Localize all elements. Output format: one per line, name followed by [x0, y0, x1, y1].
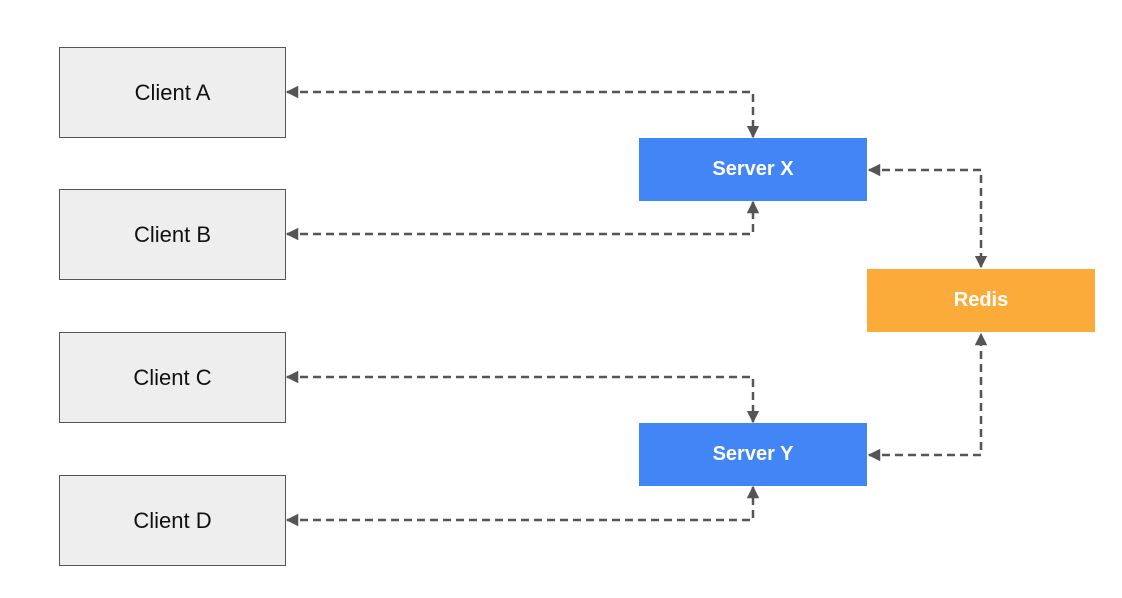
client-d-label: Client D	[133, 507, 212, 533]
client-a-label: Client A	[134, 79, 211, 105]
client-b-node: Client B	[59, 189, 286, 280]
link-client-a-server-x	[285, 85, 760, 139]
redis-label: Redis	[953, 289, 1009, 311]
client-c-label: Client C	[133, 364, 212, 390]
redis-node: Redis	[867, 269, 1095, 332]
server-y-label: Server Y	[712, 443, 794, 465]
client-a-node: Client A	[59, 47, 286, 138]
link-server-x-redis	[867, 163, 988, 269]
server-y-node: Server Y	[639, 423, 867, 486]
server-x-label: Server X	[712, 158, 794, 180]
client-c-node: Client C	[59, 332, 286, 423]
link-client-b-server-x	[285, 200, 760, 241]
link-client-c-server-y	[285, 370, 760, 424]
link-server-y-redis	[867, 332, 988, 462]
client-b-label: Client B	[133, 221, 212, 247]
client-d-node: Client D	[59, 475, 286, 566]
server-x-node: Server X	[639, 138, 867, 201]
link-client-d-server-y	[285, 485, 760, 527]
